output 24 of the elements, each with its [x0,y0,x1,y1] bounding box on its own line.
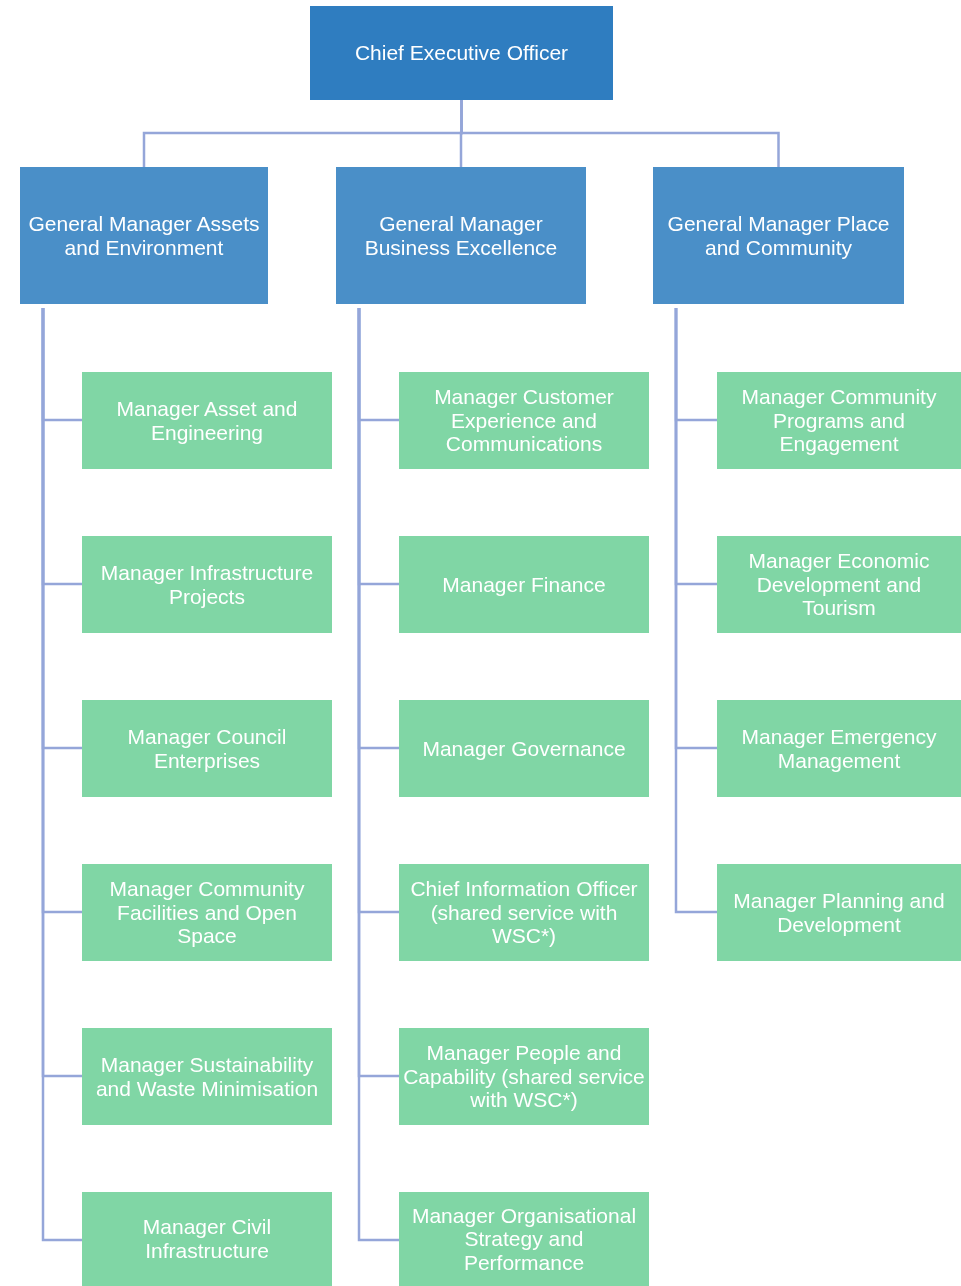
department-box: Manager Civil Infrastructure [82,1192,332,1286]
department-box: Manager Governance [399,700,649,797]
department-box: Manager Infrastructure Projects [82,536,332,633]
department-box: Manager Economic Development and Tourism [717,536,961,633]
department-box: Manager Planning and Development [717,864,961,961]
connector-line [357,308,399,1242]
manager-box: General Manager Place and Community [653,167,904,304]
department-box: Manager People and Capability (shared service with WSC*) [399,1028,649,1125]
manager-box: General Manager Assets and Environment [20,167,268,304]
connector-line [460,100,780,167]
connector-line [41,308,82,1242]
department-box: Manager Customer Experience and Communications [399,372,649,469]
department-box: Manager Sustainability and Waste Minimisation [82,1028,332,1125]
department-box: Manager Council Enterprises [82,700,332,797]
manager-box: General Manager Business Excellence [336,167,586,304]
department-box: Manager Organisational Strategy and Performance [399,1192,649,1286]
department-box: Manager Community Facilities and Open Space [82,864,332,961]
department-box: Manager Finance [399,536,649,633]
department-box: Manager Asset and Engineering [82,372,332,469]
connector-line [674,308,717,914]
executive-box: Chief Executive Officer [310,6,613,100]
department-box: Manager Emergency Management [717,700,961,797]
department-box: Chief Information Officer (shared service with WSC*) [399,864,649,961]
department-box: Manager Community Programs and Engagement [717,372,961,469]
